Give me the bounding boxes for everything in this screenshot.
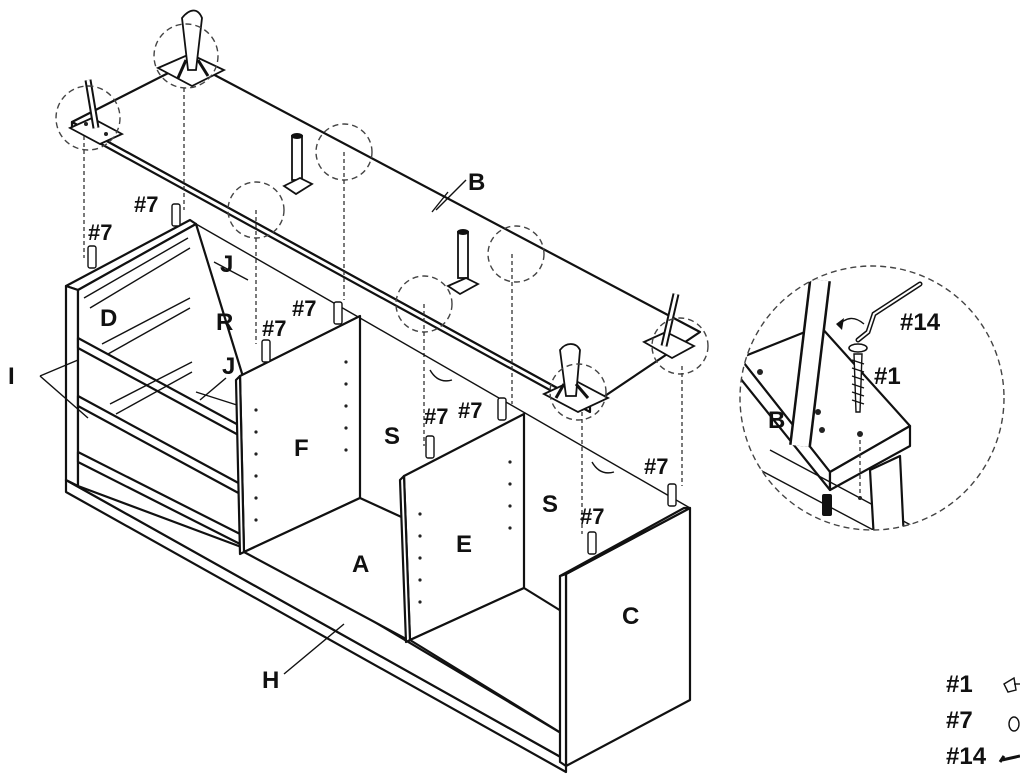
allen-key-icon (998, 754, 1020, 763)
detail-screw-label: #1 (874, 363, 901, 390)
legend-code-1: #1 (946, 671, 973, 698)
back-panel-s (429, 369, 615, 474)
peg-label-6: #7 (458, 398, 482, 423)
peg-label-8: #7 (644, 454, 668, 479)
label-i: I (8, 363, 15, 390)
label-f: F (294, 435, 309, 462)
leader-lines (39, 179, 467, 675)
screw-icon (1003, 676, 1020, 693)
label-s-right: S (542, 491, 558, 518)
label-s-left: S (384, 423, 400, 450)
label-a: A (352, 551, 369, 578)
leg-center-1 (282, 133, 314, 196)
dowels (87, 203, 677, 555)
label-b: B (468, 169, 485, 196)
peg-label-4: #7 (292, 296, 316, 321)
label-r: R (216, 309, 233, 336)
hardware-legend: #1 #7 #14 (946, 671, 1020, 770)
label-d: D (100, 305, 117, 332)
peg-label-7: #7 (580, 504, 604, 529)
side-panel-c (558, 506, 692, 768)
leg-front-left (67, 79, 125, 146)
peg-label-1: #7 (88, 220, 112, 245)
legend-code-3: #14 (946, 743, 987, 770)
alignment-lines (83, 88, 683, 534)
label-c: C (622, 603, 639, 630)
legend-code-2: #7 (946, 707, 973, 734)
peg-label-3: #7 (262, 316, 286, 341)
peg-label-5: #7 (424, 404, 448, 429)
detail-tool-label: #14 (900, 309, 941, 336)
detail-panel-label: B (768, 407, 785, 434)
back-panel-r (195, 223, 691, 509)
label-h: H (262, 667, 279, 694)
dowel-icon (1008, 716, 1020, 732)
label-e: E (456, 531, 472, 558)
peg-label-2: #7 (134, 192, 158, 217)
detail-inset: #14 #1 B (739, 265, 1005, 531)
label-j-top: J (220, 251, 233, 278)
leg-back-left (155, 9, 227, 88)
leg-front-right (541, 343, 611, 414)
label-j-mid: J (222, 353, 235, 380)
drawer-rails (76, 237, 246, 548)
leg-center-2 (446, 229, 480, 296)
top-panel-b (70, 60, 702, 414)
